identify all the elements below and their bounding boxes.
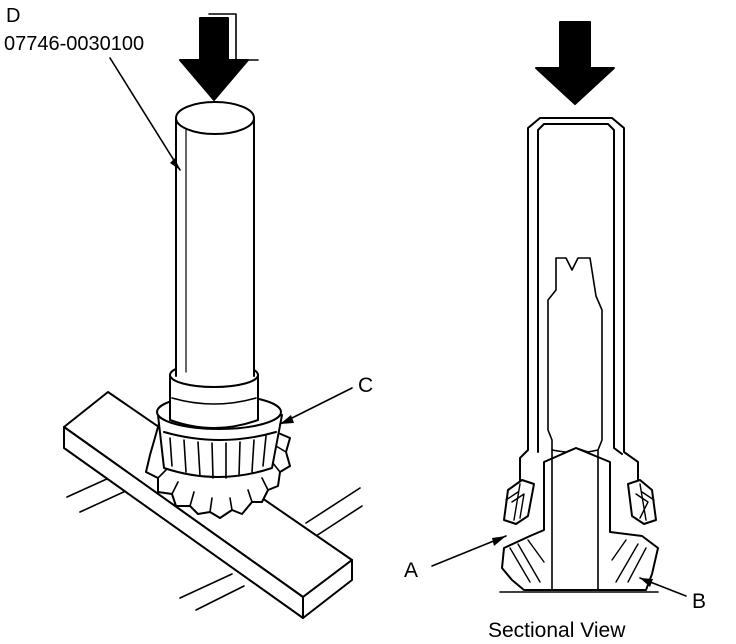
bearing-roller-left xyxy=(503,479,535,525)
bearing-letter-label: C xyxy=(358,374,373,397)
down-arrow-icon xyxy=(535,21,615,105)
leader-arrowhead-a xyxy=(492,536,506,546)
tool-letter-label: D xyxy=(6,5,20,27)
part-a-label: A xyxy=(404,559,418,582)
shaft-section xyxy=(547,257,603,591)
leader-line-tool xyxy=(109,57,181,171)
left-illustration xyxy=(63,13,363,619)
down-arrow-icon xyxy=(179,13,259,101)
driver-tool-section xyxy=(527,117,639,521)
gear-bore-right xyxy=(611,539,647,583)
driver-tool-lower-left xyxy=(519,449,529,485)
part-b-label: B xyxy=(692,590,706,613)
driver-shaft xyxy=(175,101,255,377)
sectional-view xyxy=(431,21,687,597)
bearing-roller-right xyxy=(627,479,657,525)
sectional-view-caption: Sectional View xyxy=(488,619,626,642)
leader-arrowhead-b xyxy=(640,578,653,587)
pinion-gear-section xyxy=(501,447,659,591)
gear-bore-left xyxy=(509,539,545,583)
driver-tool-inner-wall xyxy=(537,123,623,455)
leader-arrowhead-bearing xyxy=(280,415,294,424)
leader-arrowhead-tool xyxy=(170,158,180,170)
tool-part-number-label: 07746-0030100 xyxy=(4,33,144,55)
